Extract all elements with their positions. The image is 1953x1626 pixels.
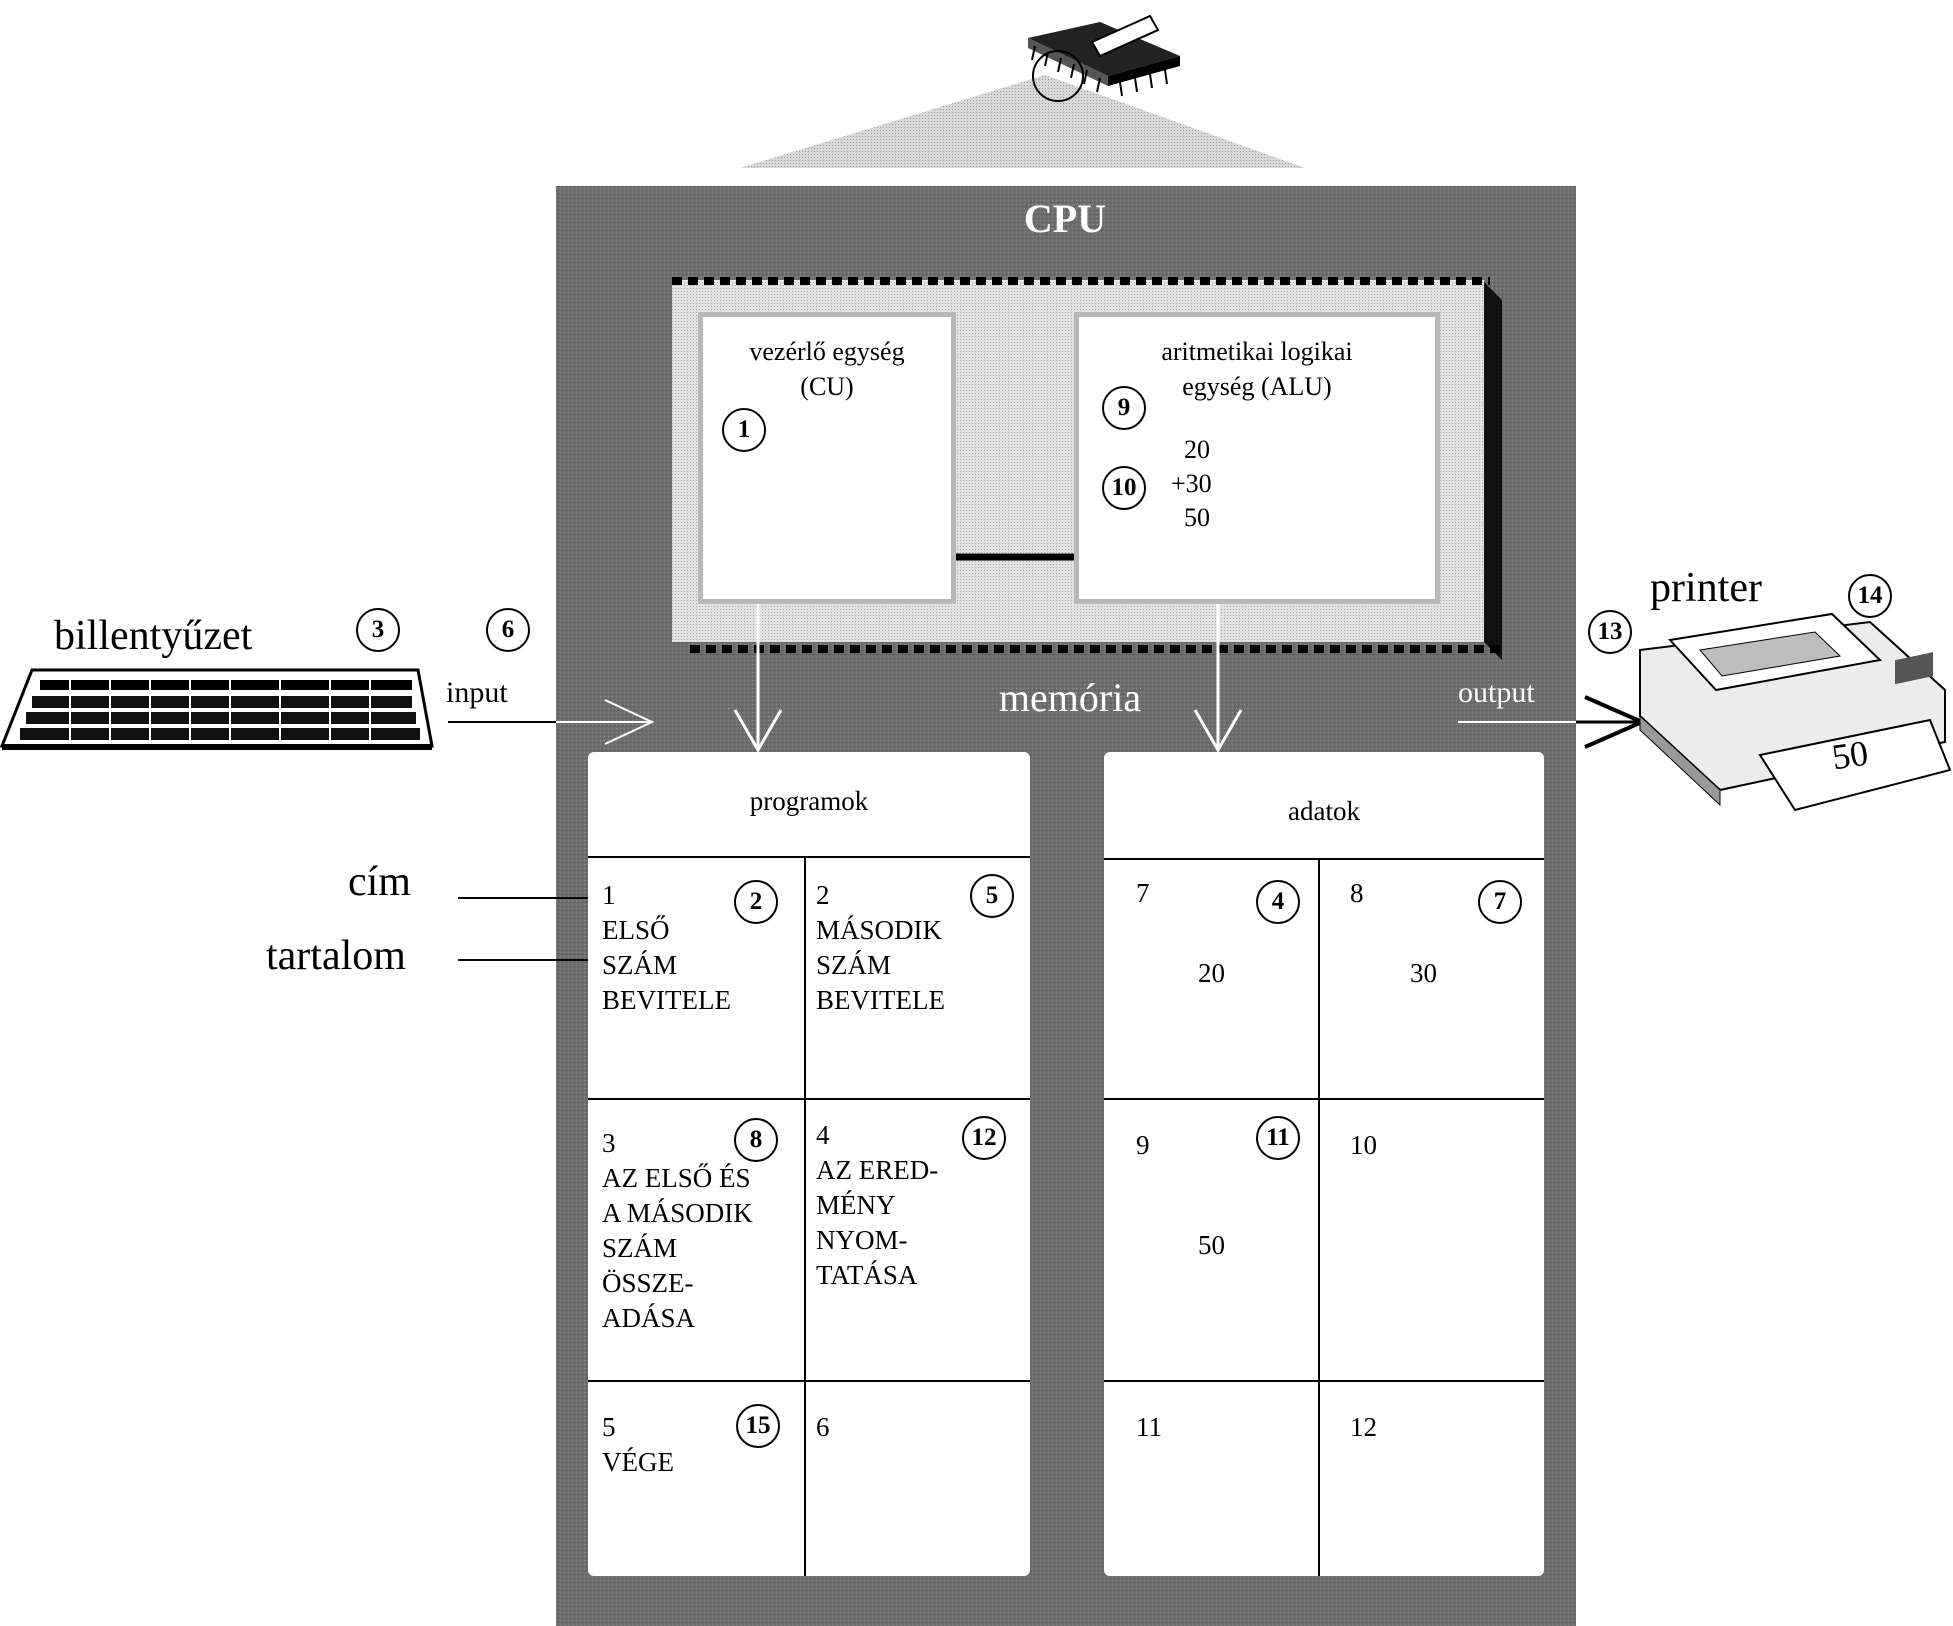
step-badge-4: 4 bbox=[1256, 880, 1300, 924]
printer-icon bbox=[1639, 612, 1952, 812]
program-cell-2: 2 MÁSODIK SZÁM BEVITELE bbox=[816, 878, 945, 1018]
data-cell-10-address: 10 bbox=[1350, 1130, 1377, 1160]
memory-label: memória bbox=[998, 675, 1142, 720]
program-cell-4-address: 4 bbox=[816, 1120, 830, 1150]
step-badge-14: 14 bbox=[1848, 574, 1892, 618]
program-cell-1: 1 ELSŐ SZÁM BEVITELE bbox=[602, 878, 731, 1018]
step-badge-10: 10 bbox=[1102, 466, 1146, 510]
alu-title-line2: egység (ALU) bbox=[1182, 372, 1332, 401]
keyboard-icon bbox=[0, 668, 434, 750]
input-label: input bbox=[446, 676, 508, 709]
step-badge-1: 1 bbox=[722, 408, 766, 452]
program-cell-2-address: 2 bbox=[816, 880, 830, 910]
alu-calc-operand2: +30 bbox=[1171, 469, 1212, 498]
data-cell-11-address: 11 bbox=[1136, 1412, 1162, 1442]
program-cell-1-line: SZÁM bbox=[602, 950, 678, 980]
data-cell-9-value: 50 bbox=[1198, 1230, 1225, 1260]
program-cell-3-address: 3 bbox=[602, 1128, 616, 1158]
data-panel: adatok 7 20 8 30 9 50 10 11 12 bbox=[1104, 752, 1544, 1576]
cu-title-line2: (CU) bbox=[800, 372, 854, 401]
control-unit-box: vezérlő egység (CU) bbox=[698, 312, 956, 604]
program-cell-5-line: VÉGE bbox=[602, 1447, 674, 1477]
program-cell-4-line: TATÁSA bbox=[816, 1260, 918, 1290]
program-cell-6: 6 bbox=[816, 1410, 830, 1445]
step-badge-5: 5 bbox=[970, 874, 1014, 918]
step-badge-6: 6 bbox=[486, 608, 530, 652]
program-cell-5: 5 VÉGE bbox=[602, 1410, 674, 1480]
program-cell-6-address: 6 bbox=[816, 1412, 830, 1442]
program-cell-2-line: BEVITELE bbox=[816, 985, 945, 1015]
data-cell-7-address: 7 bbox=[1136, 878, 1150, 908]
address-legend-label: cím bbox=[348, 859, 411, 905]
data-cell-8-address: 8 bbox=[1350, 878, 1364, 908]
step-badge-7: 7 bbox=[1478, 880, 1522, 924]
keyboard-label: billentyűzet bbox=[54, 613, 253, 659]
program-cell-4: 4 AZ ERED- MÉNY NYOM- TATÁSA bbox=[816, 1118, 938, 1293]
program-cell-1-address: 1 bbox=[602, 880, 616, 910]
cu-title-line1: vezérlő egység bbox=[749, 337, 905, 366]
program-cell-3-line: A MÁSODIK bbox=[602, 1198, 753, 1228]
output-label: output bbox=[1458, 676, 1535, 709]
program-cell-3-line: ÖSSZE- bbox=[602, 1268, 694, 1298]
data-header: adatok bbox=[1288, 796, 1360, 826]
data-cell-12-address: 12 bbox=[1350, 1412, 1377, 1442]
content-legend-label: tartalom bbox=[266, 933, 406, 979]
step-badge-3: 3 bbox=[356, 608, 400, 652]
step-badge-2: 2 bbox=[734, 880, 778, 924]
program-cell-4-line: MÉNY bbox=[816, 1190, 896, 1220]
chip-icon bbox=[1028, 14, 1180, 102]
programs-header: programok bbox=[749, 786, 869, 816]
program-cell-3-line: ADÁSA bbox=[602, 1303, 696, 1333]
alu-box: aritmetikai logikai egység (ALU) 20 +30 … bbox=[1074, 312, 1440, 604]
program-cell-1-line: BEVITELE bbox=[602, 985, 731, 1015]
program-cell-4-line: AZ ERED- bbox=[816, 1155, 939, 1185]
step-badge-11: 11 bbox=[1256, 1116, 1300, 1160]
alu-calc-result: 50 bbox=[1184, 503, 1210, 532]
step-badge-12: 12 bbox=[962, 1116, 1006, 1160]
alu-calc-operand1: 20 bbox=[1184, 435, 1210, 464]
program-cell-1-line: ELSŐ bbox=[602, 915, 670, 945]
processor-shadow bbox=[1484, 282, 1502, 660]
input-arrow bbox=[448, 699, 655, 745]
step-badge-15: 15 bbox=[736, 1404, 780, 1448]
step-badge-13: 13 bbox=[1588, 610, 1632, 654]
printer-label: printer bbox=[1650, 565, 1762, 611]
program-cell-2-line: MÁSODIK bbox=[816, 915, 943, 945]
program-cell-4-line: NYOM- bbox=[816, 1225, 908, 1255]
program-cell-5-address: 5 bbox=[602, 1412, 616, 1442]
program-cell-2-line: SZÁM bbox=[816, 950, 892, 980]
step-badge-9: 9 bbox=[1102, 386, 1146, 430]
program-cell-3: 3 AZ ELSŐ ÉS A MÁSODIK SZÁM ÖSSZE- ADÁSA bbox=[602, 1126, 753, 1336]
data-cell-9-address: 9 bbox=[1136, 1130, 1150, 1160]
data-cell-8-value: 30 bbox=[1410, 958, 1437, 988]
step-badge-8: 8 bbox=[734, 1118, 778, 1162]
data-cell-7-value: 20 bbox=[1198, 958, 1225, 988]
zoom-funnel bbox=[740, 75, 1305, 168]
cpu-label: CPU bbox=[1023, 196, 1107, 241]
alu-title-line1: aritmetikai logikai bbox=[1161, 337, 1353, 366]
programs-panel: programok 1 ELSŐ SZÁM BEVITELE 2 MÁSODIK… bbox=[588, 752, 1030, 1576]
printer-paper-value: 50 bbox=[1829, 732, 1871, 778]
program-cell-3-line: AZ ELSŐ ÉS bbox=[602, 1163, 751, 1193]
program-cell-3-line: SZÁM bbox=[602, 1233, 678, 1263]
